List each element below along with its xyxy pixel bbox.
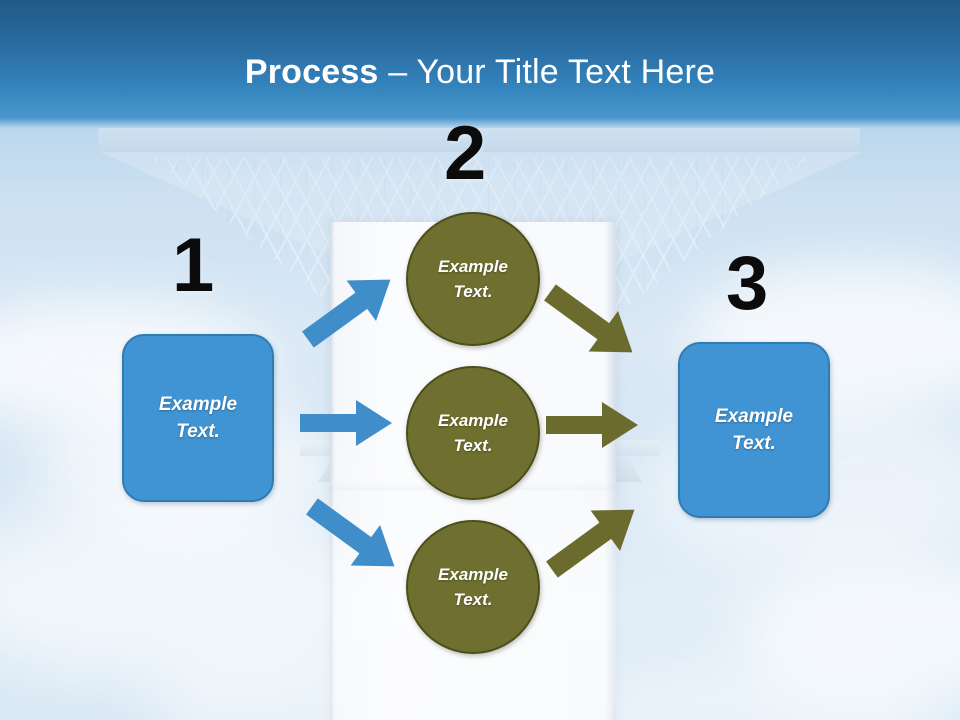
cloud xyxy=(0,500,380,680)
process-circle-3[interactable]: Example Text. xyxy=(406,520,540,654)
down-right-arrow-icon xyxy=(302,498,406,574)
step-number-1: 1 xyxy=(172,223,215,308)
page-title-bold: Process xyxy=(244,53,379,91)
title-band xyxy=(0,0,960,128)
output-box-label: Example Text. xyxy=(714,406,794,454)
process-circle-1-label: Example Text. xyxy=(438,257,508,301)
step-number-2: 2 xyxy=(444,111,487,196)
process-circle-2[interactable]: Example Text. xyxy=(406,366,540,500)
right-arrow-icon xyxy=(300,398,394,448)
process-circle-3-label: Example Text. xyxy=(438,565,508,609)
process-circle-1[interactable]: Example Text. xyxy=(406,212,540,346)
dish-rim xyxy=(98,128,860,154)
right-arrow-icon xyxy=(546,400,640,450)
pedestal-edge-right xyxy=(605,222,616,720)
down-right-arrow-icon xyxy=(540,284,644,360)
output-box[interactable]: Example Text. xyxy=(678,342,830,518)
up-right-arrow-icon xyxy=(542,502,646,578)
step-number-3: 3 xyxy=(726,241,769,326)
page-title: Process – Your Title Text Here xyxy=(0,52,960,92)
input-box[interactable]: Example Text. xyxy=(122,334,274,502)
pedestal-edge-left xyxy=(330,222,335,720)
input-box-label: Example Text. xyxy=(158,394,238,442)
up-right-arrow-icon xyxy=(298,272,402,348)
page-title-rest: – Your Title Text Here xyxy=(378,53,716,91)
process-circle-2-label: Example Text. xyxy=(438,411,508,455)
